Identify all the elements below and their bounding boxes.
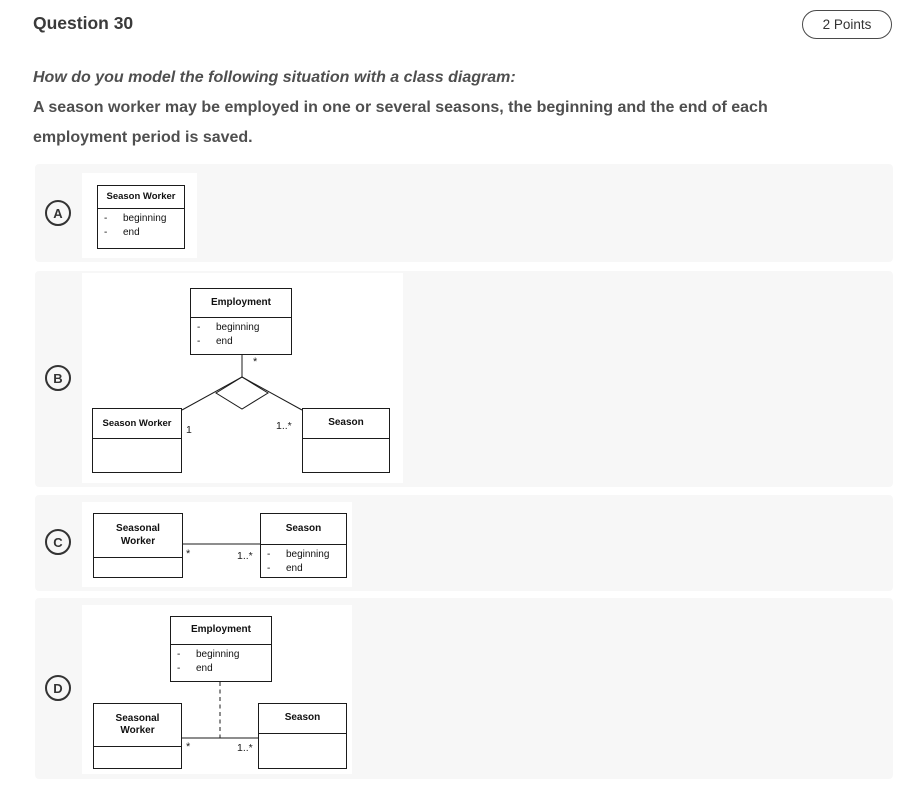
attribute-dash: - — [177, 649, 181, 660]
class-attributes-empty — [303, 439, 389, 472]
class-box-employment-d: Employment - beginning - end — [170, 616, 272, 682]
class-attributes-empty — [94, 747, 181, 768]
class-title: Season — [261, 514, 346, 545]
attribute-name: beginning — [216, 322, 260, 333]
attribute-name: end — [123, 227, 140, 238]
association-connectors-c — [183, 543, 260, 545]
class-box-seasonal-worker-d: Seasonal Worker — [93, 703, 182, 769]
attribute-dash: - — [104, 213, 108, 224]
diagram-panel-b: Employment - beginning - end Season Worker… — [82, 273, 403, 483]
attribute-dash: - — [267, 563, 271, 574]
attribute-dash: - — [177, 663, 181, 674]
association-connectors-d — [182, 682, 258, 739]
association-line-season — [241, 376, 303, 411]
multiplicity-season: 1..* — [237, 742, 253, 754]
multiplicity-worker: * — [186, 741, 191, 753]
multiplicity-season: 1..* — [237, 550, 253, 562]
class-title: Season — [303, 409, 389, 439]
class-attributes: - beginning - end — [261, 545, 346, 577]
class-box-season-worker-a: Season Worker - beginning - end — [97, 185, 185, 249]
question-body-line1: A season worker may be employed in one o… — [33, 99, 768, 116]
class-box-employment-b: Employment - beginning - end — [190, 288, 292, 355]
multiplicity-season: 1..* — [276, 420, 292, 432]
class-title: Season — [259, 704, 346, 734]
class-box-season-c: Season - beginning - end — [260, 513, 347, 578]
option-letter-d[interactable]: D — [45, 675, 71, 701]
attribute-row: - end — [98, 226, 184, 240]
option-letter-b[interactable]: B — [45, 365, 71, 391]
attribute-row: - beginning — [98, 212, 184, 226]
attribute-dash: - — [197, 336, 201, 347]
attribute-dash: - — [197, 322, 201, 333]
class-title: Seasonal Worker — [94, 704, 181, 747]
class-attributes: - beginning - end — [98, 209, 184, 248]
attribute-name: end — [286, 563, 303, 574]
association-connectors-b — [181, 355, 303, 411]
class-title: Season Worker — [98, 186, 184, 209]
option-letter-c[interactable]: C — [45, 529, 71, 555]
class-box-seasonal-worker-c: Seasonal Worker — [93, 513, 183, 578]
question-title: Question 30 — [33, 13, 134, 33]
attribute-name: end — [216, 336, 233, 347]
diagram-panel-c: Seasonal Worker Season - beginning - end *… — [82, 502, 352, 587]
attribute-row: - beginning — [191, 321, 291, 335]
class-attributes: - beginning - end — [171, 645, 271, 681]
attribute-row: - end — [261, 562, 346, 576]
class-title: Employment — [171, 617, 271, 645]
attribute-row: - end — [171, 662, 271, 676]
multiplicity-worker: * — [186, 548, 191, 560]
class-box-season-d: Season — [258, 703, 347, 769]
attribute-name: beginning — [196, 649, 240, 660]
attribute-dash: - — [104, 227, 108, 238]
attribute-name: beginning — [286, 549, 330, 560]
attribute-row: - beginning — [171, 648, 271, 662]
association-line-worker — [181, 376, 243, 411]
class-box-season-b: Season — [302, 408, 390, 473]
multiplicity-employment: * — [253, 356, 258, 368]
question-prompt: How do you model the following situation… — [33, 69, 516, 86]
class-title: Employment — [191, 289, 291, 318]
multiplicity-worker: 1 — [186, 424, 192, 436]
class-box-season-worker-b: Season Worker — [92, 408, 182, 473]
class-title: Season Worker — [93, 409, 181, 439]
attribute-name: end — [196, 663, 213, 674]
diagram-panel-a: Season Worker - beginning - end — [82, 173, 197, 258]
attribute-row: - end — [191, 335, 291, 349]
points-badge: 2 Points — [802, 10, 892, 39]
question-body-line2: employment period is saved. — [33, 129, 253, 146]
attribute-row: - beginning — [261, 548, 346, 562]
question-text: How do you model the following situation… — [33, 63, 895, 153]
option-letter-a[interactable]: A — [45, 200, 71, 226]
attribute-dash: - — [267, 549, 271, 560]
diagram-panel-d: Employment - beginning - end Seasonal Work… — [82, 605, 352, 774]
nary-association-diamond — [215, 376, 269, 410]
class-attributes: - beginning - end — [191, 318, 291, 354]
attribute-name: beginning — [123, 213, 167, 224]
class-attributes-empty — [94, 558, 182, 577]
class-title: Seasonal Worker — [94, 514, 182, 558]
class-attributes-empty — [259, 734, 346, 768]
class-attributes-empty — [93, 439, 181, 472]
